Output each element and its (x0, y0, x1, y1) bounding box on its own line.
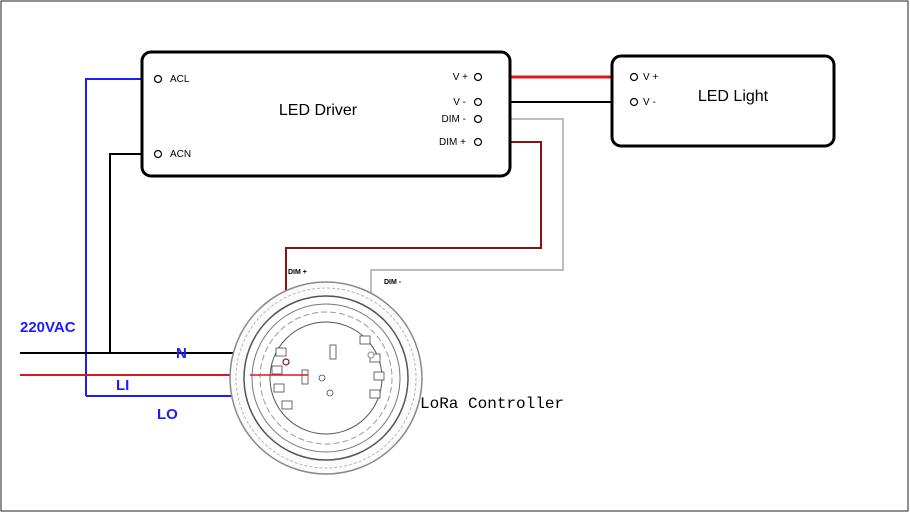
wire-dimplus-darkred (285, 141, 542, 362)
terminal-acn (153, 149, 163, 159)
controller-terminal-7 (373, 371, 385, 381)
controller-post-1 (329, 344, 337, 360)
led-driver-title: LED Driver (279, 102, 358, 119)
controller-terminal-ring (259, 311, 393, 445)
controller-dimminus-terminal (367, 351, 375, 359)
label-driver-vplus: V + (453, 72, 468, 83)
controller-dimplus-terminal (282, 358, 290, 366)
controller-ridge-ring (235, 287, 417, 469)
terminal-driver-vplus (473, 72, 483, 82)
terminal-light-vplus (629, 72, 639, 82)
controller-terminal-3 (273, 383, 285, 393)
controller-post-2 (301, 369, 309, 385)
controller-terminal-5 (359, 335, 371, 345)
label-220vac: 220VAC (20, 319, 76, 336)
label-n: N (176, 345, 187, 362)
label-driver-vminus: V - (453, 97, 466, 108)
lora-controller-device (229, 281, 423, 475)
led-light-title: LED Light (698, 88, 769, 105)
label-li: LI (116, 377, 129, 394)
label-acn: ACN (170, 149, 191, 160)
label-controller-dimplus: DIM + (288, 269, 307, 276)
label-controller-dimminus: DIM - (384, 279, 402, 286)
controller-terminal-2 (271, 365, 283, 375)
terminal-driver-dimplus (473, 137, 483, 147)
controller-terminal-1 (275, 347, 287, 357)
controller-inner-ring (251, 303, 401, 453)
label-lo: LO (157, 406, 178, 423)
label-light-vplus: V + (643, 72, 658, 83)
terminal-acl (153, 74, 163, 84)
led-driver-box (140, 50, 512, 178)
controller-terminal-4 (281, 400, 293, 410)
controller-screw (318, 374, 326, 382)
label-lora-controller: LoRa Controller (420, 395, 564, 413)
label-driver-dimplus: DIM + (439, 137, 466, 148)
label-acl: ACL (170, 74, 190, 85)
terminal-light-vminus (629, 97, 639, 107)
controller-terminal-8 (369, 389, 381, 399)
label-light-vminus: V - (643, 97, 656, 108)
controller-screw-2 (326, 389, 334, 397)
wire-acn-black (109, 153, 151, 353)
terminal-driver-dimminus (473, 114, 483, 124)
wire-acl-blue (85, 78, 151, 396)
terminal-driver-vminus (473, 97, 483, 107)
led-light-box (610, 54, 836, 148)
label-driver-dimminus: DIM - (442, 114, 466, 125)
